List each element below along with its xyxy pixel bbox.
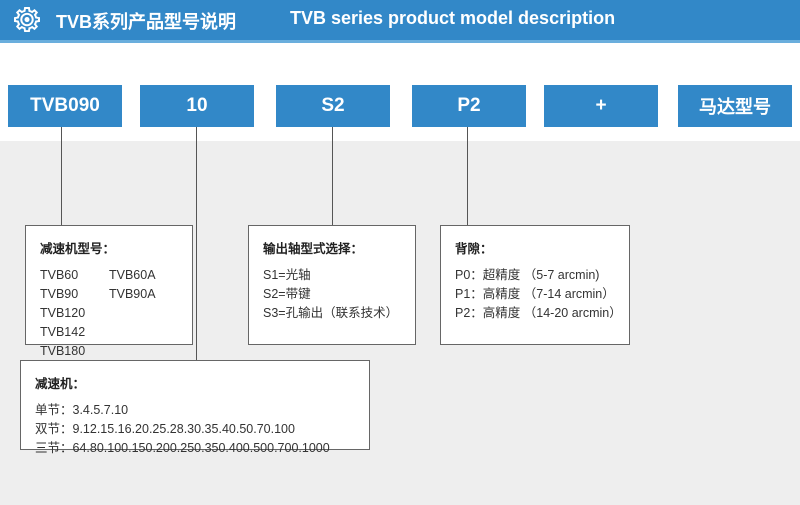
reducer-model-cell: TVB60A: [109, 268, 156, 282]
reducer-model-cell: TVB142: [40, 325, 86, 339]
reducer-model-cell: TVB120: [40, 306, 86, 320]
connector-series-to-reducer-model: [61, 127, 62, 225]
info-box-backlash: 背隙： P0：超精度 （5-7 arcmin) P1：高精度 （7-14 arc…: [440, 225, 630, 345]
ratios-line: 三节：64.80.100.150.200.250.350.400.500.700…: [35, 441, 330, 455]
reducer-model-row: TVB120: [40, 304, 178, 323]
ratios-line: 单节：3.4.5.7.10: [35, 403, 129, 417]
reducer-model-row: TVB142: [40, 323, 178, 342]
connector-shaft-to-output-shaft: [332, 127, 333, 225]
info-box-ratios: 减速机： 单节：3.4.5.7.10 双节：9.12.15.16.20.25.2…: [20, 360, 370, 455]
reducer-model-cell: [109, 304, 178, 323]
model-badge-plus[interactable]: +: [544, 85, 658, 127]
reducer-model-cell: [109, 323, 178, 342]
model-badge-ratio[interactable]: 10: [140, 85, 254, 127]
reducer-model-row: TVB60 TVB60A: [40, 266, 178, 285]
output-shaft-line: S1=光轴: [263, 268, 311, 282]
reducer-model-cell: TVB90A: [109, 287, 156, 301]
reducer-model-cell: TVB180: [40, 344, 86, 358]
backlash-line: P2：高精度 （14-20 arcmin）: [455, 306, 622, 320]
reducer-model-cell: [109, 342, 178, 361]
reducer-model-row: TVB180: [40, 342, 178, 361]
info-box-reducer-model: 减速机型号： TVB60 TVB60A TVB90 TVB90A TVB120 …: [25, 225, 193, 358]
gear-icon: [14, 7, 40, 33]
model-badge-series[interactable]: TVB090: [8, 85, 122, 127]
backlash-line: P1：高精度 （7-14 arcmin）: [455, 287, 615, 301]
header-title-cn: TVB系列产品型号说明: [56, 12, 236, 32]
model-badge-motor[interactable]: 马达型号: [678, 85, 792, 127]
info-box-output-shaft-title: 输出轴型式选择：: [263, 242, 364, 256]
backlash-line: P0：超精度 （5-7 arcmin): [455, 268, 600, 282]
reducer-model-row: TVB90 TVB90A: [40, 285, 178, 304]
output-shaft-line: S2=带键: [263, 287, 311, 301]
header-bar: [0, 0, 800, 40]
info-box-backlash-title: 背隙：: [455, 242, 493, 256]
header-title-en: TVB series product model description: [290, 8, 616, 28]
info-box-reducer-model-title: 减速机型号：: [40, 242, 116, 256]
model-badge-backlash[interactable]: P2: [412, 85, 526, 127]
info-box-output-shaft: 输出轴型式选择： S1=光轴 S2=带键 S3=孔输出（联系技术）: [248, 225, 416, 345]
output-shaft-line: S3=孔输出（联系技术）: [263, 306, 399, 320]
header-underline: [0, 40, 800, 43]
connector-backlash-to-backlash: [467, 127, 468, 225]
model-badge-shaft[interactable]: S2: [276, 85, 390, 127]
reducer-model-cell: TVB90: [40, 287, 79, 301]
connector-ratio-to-ratios: [196, 127, 197, 360]
ratios-line: 双节：9.12.15.16.20.25.28.30.35.40.50.70.10…: [35, 422, 295, 436]
info-box-ratios-title: 减速机：: [35, 377, 86, 391]
reducer-model-cell: TVB60: [40, 268, 79, 282]
